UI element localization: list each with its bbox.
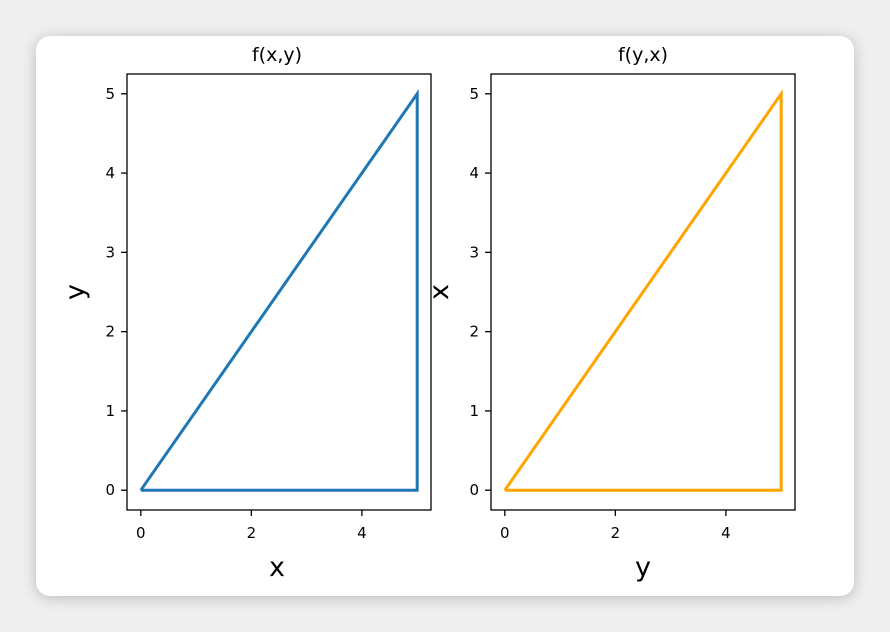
y-tick-label: 2 [105,323,115,341]
x-tick-label: 0 [500,524,510,542]
y-axis-label: y [60,284,91,300]
y-tick-label: 1 [105,402,115,420]
y-tick-label: 0 [469,481,479,499]
y-tick-label: 1 [469,402,479,420]
series-line [139,89,419,492]
axes-frame [490,73,796,511]
x-tick-label: 0 [136,524,146,542]
x-tick-label: 4 [721,524,731,542]
y-tick-label: 3 [105,243,115,261]
x-tick-label: 2 [611,524,621,542]
y-tick-label: 0 [105,481,115,499]
x-axis-label: y [635,552,651,583]
series-line [503,89,783,492]
axes-frame [126,73,432,511]
x-tick-label: 4 [357,524,367,542]
y-tick-label: 3 [469,243,479,261]
y-tick-label: 4 [105,164,115,182]
subplot-right: f(y,x) y x 0 2 4 0 1 2 3 4 5 [424,44,796,583]
figure-card [36,36,854,596]
y-tick-label: 5 [469,85,479,103]
chart-title: f(y,x) [618,44,668,66]
y-tick-label: 2 [469,323,479,341]
y-tick-label: 4 [469,164,479,182]
x-tick-label: 2 [247,524,257,542]
chart-title: f(x,y) [252,44,302,66]
y-tick-label: 5 [105,85,115,103]
y-axis-label: x [424,284,455,300]
x-axis-label: x [269,552,285,583]
subplot-left: f(x,y) x y 0 2 4 0 1 2 3 4 5 [60,44,432,583]
